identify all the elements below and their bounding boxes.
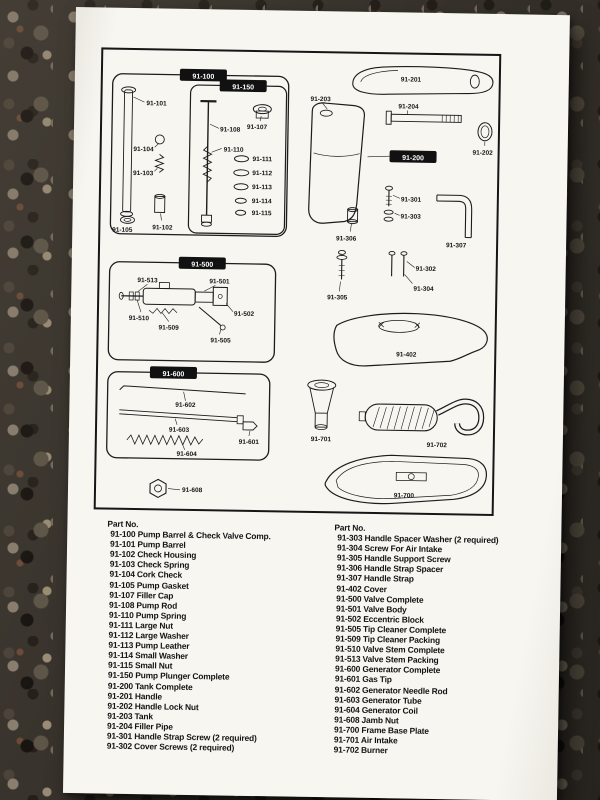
pump-barrel-group: 91-100 91-101 91-104 91-103 91-102: [109, 68, 290, 238]
callout-91-201: 91-201: [401, 76, 422, 83]
air-intake-group: 91-701: [307, 379, 337, 443]
tag-label-91-600: 91-600: [162, 371, 184, 378]
callout-91-603: 91-603: [169, 427, 190, 434]
callout-91-604: 91-604: [176, 451, 197, 458]
callout-91-307: 91-307: [446, 242, 467, 249]
callout-91-608: 91-608: [182, 487, 203, 494]
tag-91-600: [149, 366, 198, 380]
manual-page: 91-100 91-101 91-104 91-103 91-102: [62, 7, 570, 800]
callout-91-701: 91-701: [311, 436, 332, 443]
parts-list-left: Part No. 91-100 Pump Barrel & Check Valv…: [104, 519, 332, 755]
tag-label-91-200: 91-200: [402, 155, 424, 162]
callout-91-502: 91-502: [234, 311, 255, 318]
tag-91-100: [179, 68, 227, 82]
burner-group: 91-702: [358, 398, 485, 449]
tag-91-200: [389, 150, 437, 163]
parts-diagram: 91-100 91-101 91-104 91-103 91-102: [106, 66, 494, 505]
callout-91-601: 91-601: [239, 439, 260, 446]
callout-91-113: 91-113: [252, 184, 272, 191]
callout-91-107: 91-107: [247, 124, 268, 131]
tank-group: 91-203 91-200: [308, 96, 437, 224]
generator-group: 91-600 91-602 91-603 91-604 91-601: [106, 366, 271, 461]
callout-91-306: 91-306: [336, 235, 357, 242]
callout-91-700: 91-700: [394, 492, 415, 499]
handle-group: 91-201: [352, 66, 494, 95]
jamb-nut-group: 91-608: [149, 478, 203, 499]
tag-91-500: [178, 256, 226, 270]
callout-91-302: 91-302: [416, 266, 437, 273]
callout-91-114: 91-114: [252, 198, 272, 205]
callout-91-101: 91-101: [146, 100, 167, 107]
callout-91-602: 91-602: [175, 402, 196, 409]
callout-91-202: 91-202: [472, 150, 493, 157]
callout-91-111: 91-111: [252, 156, 272, 163]
tag-label-91-500: 91-500: [191, 261, 213, 268]
callout-91-104: 91-104: [133, 146, 154, 153]
callout-91-304: 91-304: [413, 286, 434, 293]
callout-91-112: 91-112: [252, 170, 272, 177]
callout-91-103: 91-103: [133, 170, 154, 177]
cover-screws-group: 91-305 91-302 91-304: [327, 249, 437, 302]
callout-91-702: 91-702: [427, 442, 448, 449]
callout-91-305: 91-305: [327, 294, 348, 301]
tag-label-91-150: 91-150: [232, 84, 254, 91]
parts-list-right: Part No. 91-303 Handle Spacer Washer (2 …: [331, 522, 559, 758]
cover-group: 91-402: [333, 312, 488, 367]
parts-diagram-box: 91-100 91-101 91-104 91-103 91-102: [93, 47, 502, 516]
callout-91-108: 91-108: [220, 126, 241, 133]
callout-91-115: 91-115: [252, 210, 272, 217]
callout-91-204: 91-204: [398, 103, 419, 110]
callout-91-303: 91-303: [401, 213, 422, 220]
callout-91-501: 91-501: [209, 278, 230, 285]
base-plate-group: 91-700: [324, 454, 487, 505]
callout-91-110: 91-110: [224, 146, 244, 153]
callout-91-102: 91-102: [152, 224, 173, 231]
callout-91-505: 91-505: [210, 337, 231, 344]
callout-91-105: 91-105: [112, 227, 133, 234]
parts-list-right-items: 91-303 Handle Spacer Washer (2 required)…: [331, 532, 559, 758]
callout-91-513: 91-513: [137, 277, 158, 284]
filler-pipe-group: 91-204 91-202: [385, 103, 493, 157]
callout-91-301: 91-301: [401, 196, 422, 203]
callout-91-203: 91-203: [310, 96, 331, 103]
callout-91-402: 91-402: [396, 351, 417, 358]
pump-plunger-group: 91-150 91-108 91-107 91-110: [187, 79, 288, 235]
callout-91-509: 91-509: [159, 324, 180, 331]
strap-hardware-group: 91-301 91-303 91-306 91-307: [336, 185, 473, 250]
valve-group: 91-500 91-513 91-501: [107, 256, 277, 363]
parts-list-left-items: 91-100 Pump Barrel & Check Valve Comp.91…: [104, 529, 332, 755]
callout-91-510: 91-510: [129, 315, 150, 322]
tag-label-91-100: 91-100: [192, 73, 214, 80]
tag-91-150: [219, 79, 267, 93]
